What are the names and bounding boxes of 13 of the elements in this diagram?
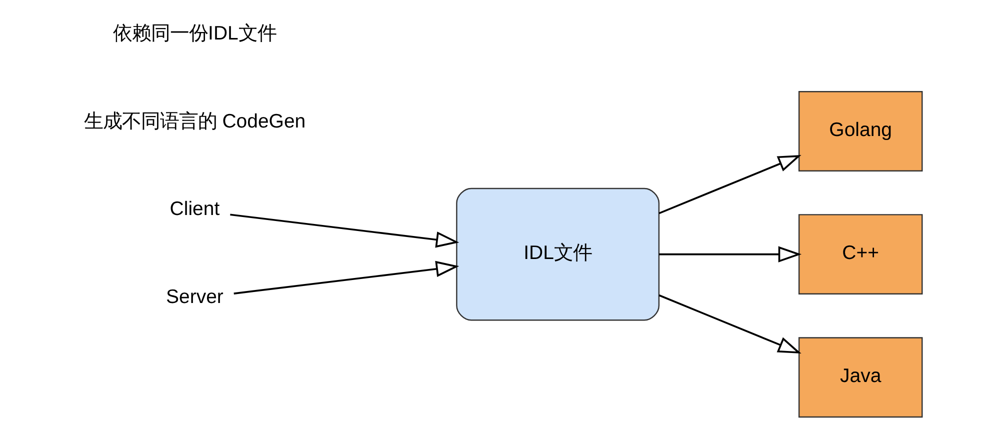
node-box: C++ (798, 214, 923, 294)
arrow (658, 294, 802, 354)
node-box: IDL文件 (456, 188, 660, 321)
label: 生成不同语言的 CodeGen (84, 110, 306, 132)
node-text: Server (166, 286, 224, 308)
node-box: Golang (798, 91, 923, 172)
arrow (659, 246, 802, 262)
node-box: Java (798, 337, 923, 418)
label: 依赖同一份IDL文件 (113, 22, 276, 45)
arrow (658, 155, 802, 214)
node-text: Client (170, 198, 220, 220)
arrow (230, 214, 460, 248)
arrow (234, 260, 460, 294)
